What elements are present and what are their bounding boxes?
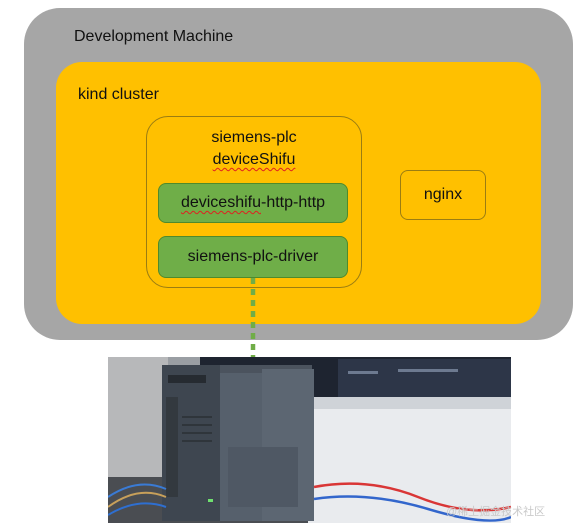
siemens-plc-driver-box: siemens-plc-driver: [158, 236, 348, 278]
plc-device-photo: [108, 357, 511, 523]
kind-cluster-label: kind cluster: [78, 86, 159, 103]
http-box-suffix: -http-http: [261, 194, 326, 211]
deviceshifu-group-line1: siemens-plc: [211, 129, 297, 146]
development-machine-label: Development Machine: [74, 28, 234, 45]
deviceshifu-group-box: [146, 116, 362, 288]
deviceshifu-group-line2: deviceShifu: [212, 151, 296, 168]
nginx-box: nginx: [400, 170, 486, 220]
http-box-prefix: deviceshifu: [180, 194, 261, 211]
dashed-connector: [250, 278, 256, 358]
deviceshifu-group-title: siemens-plc deviceShifu: [146, 127, 362, 171]
watermark: @稀土掘金技术社区: [446, 506, 546, 518]
deviceshifu-http-http-box: deviceshifu-http-http: [158, 183, 348, 223]
